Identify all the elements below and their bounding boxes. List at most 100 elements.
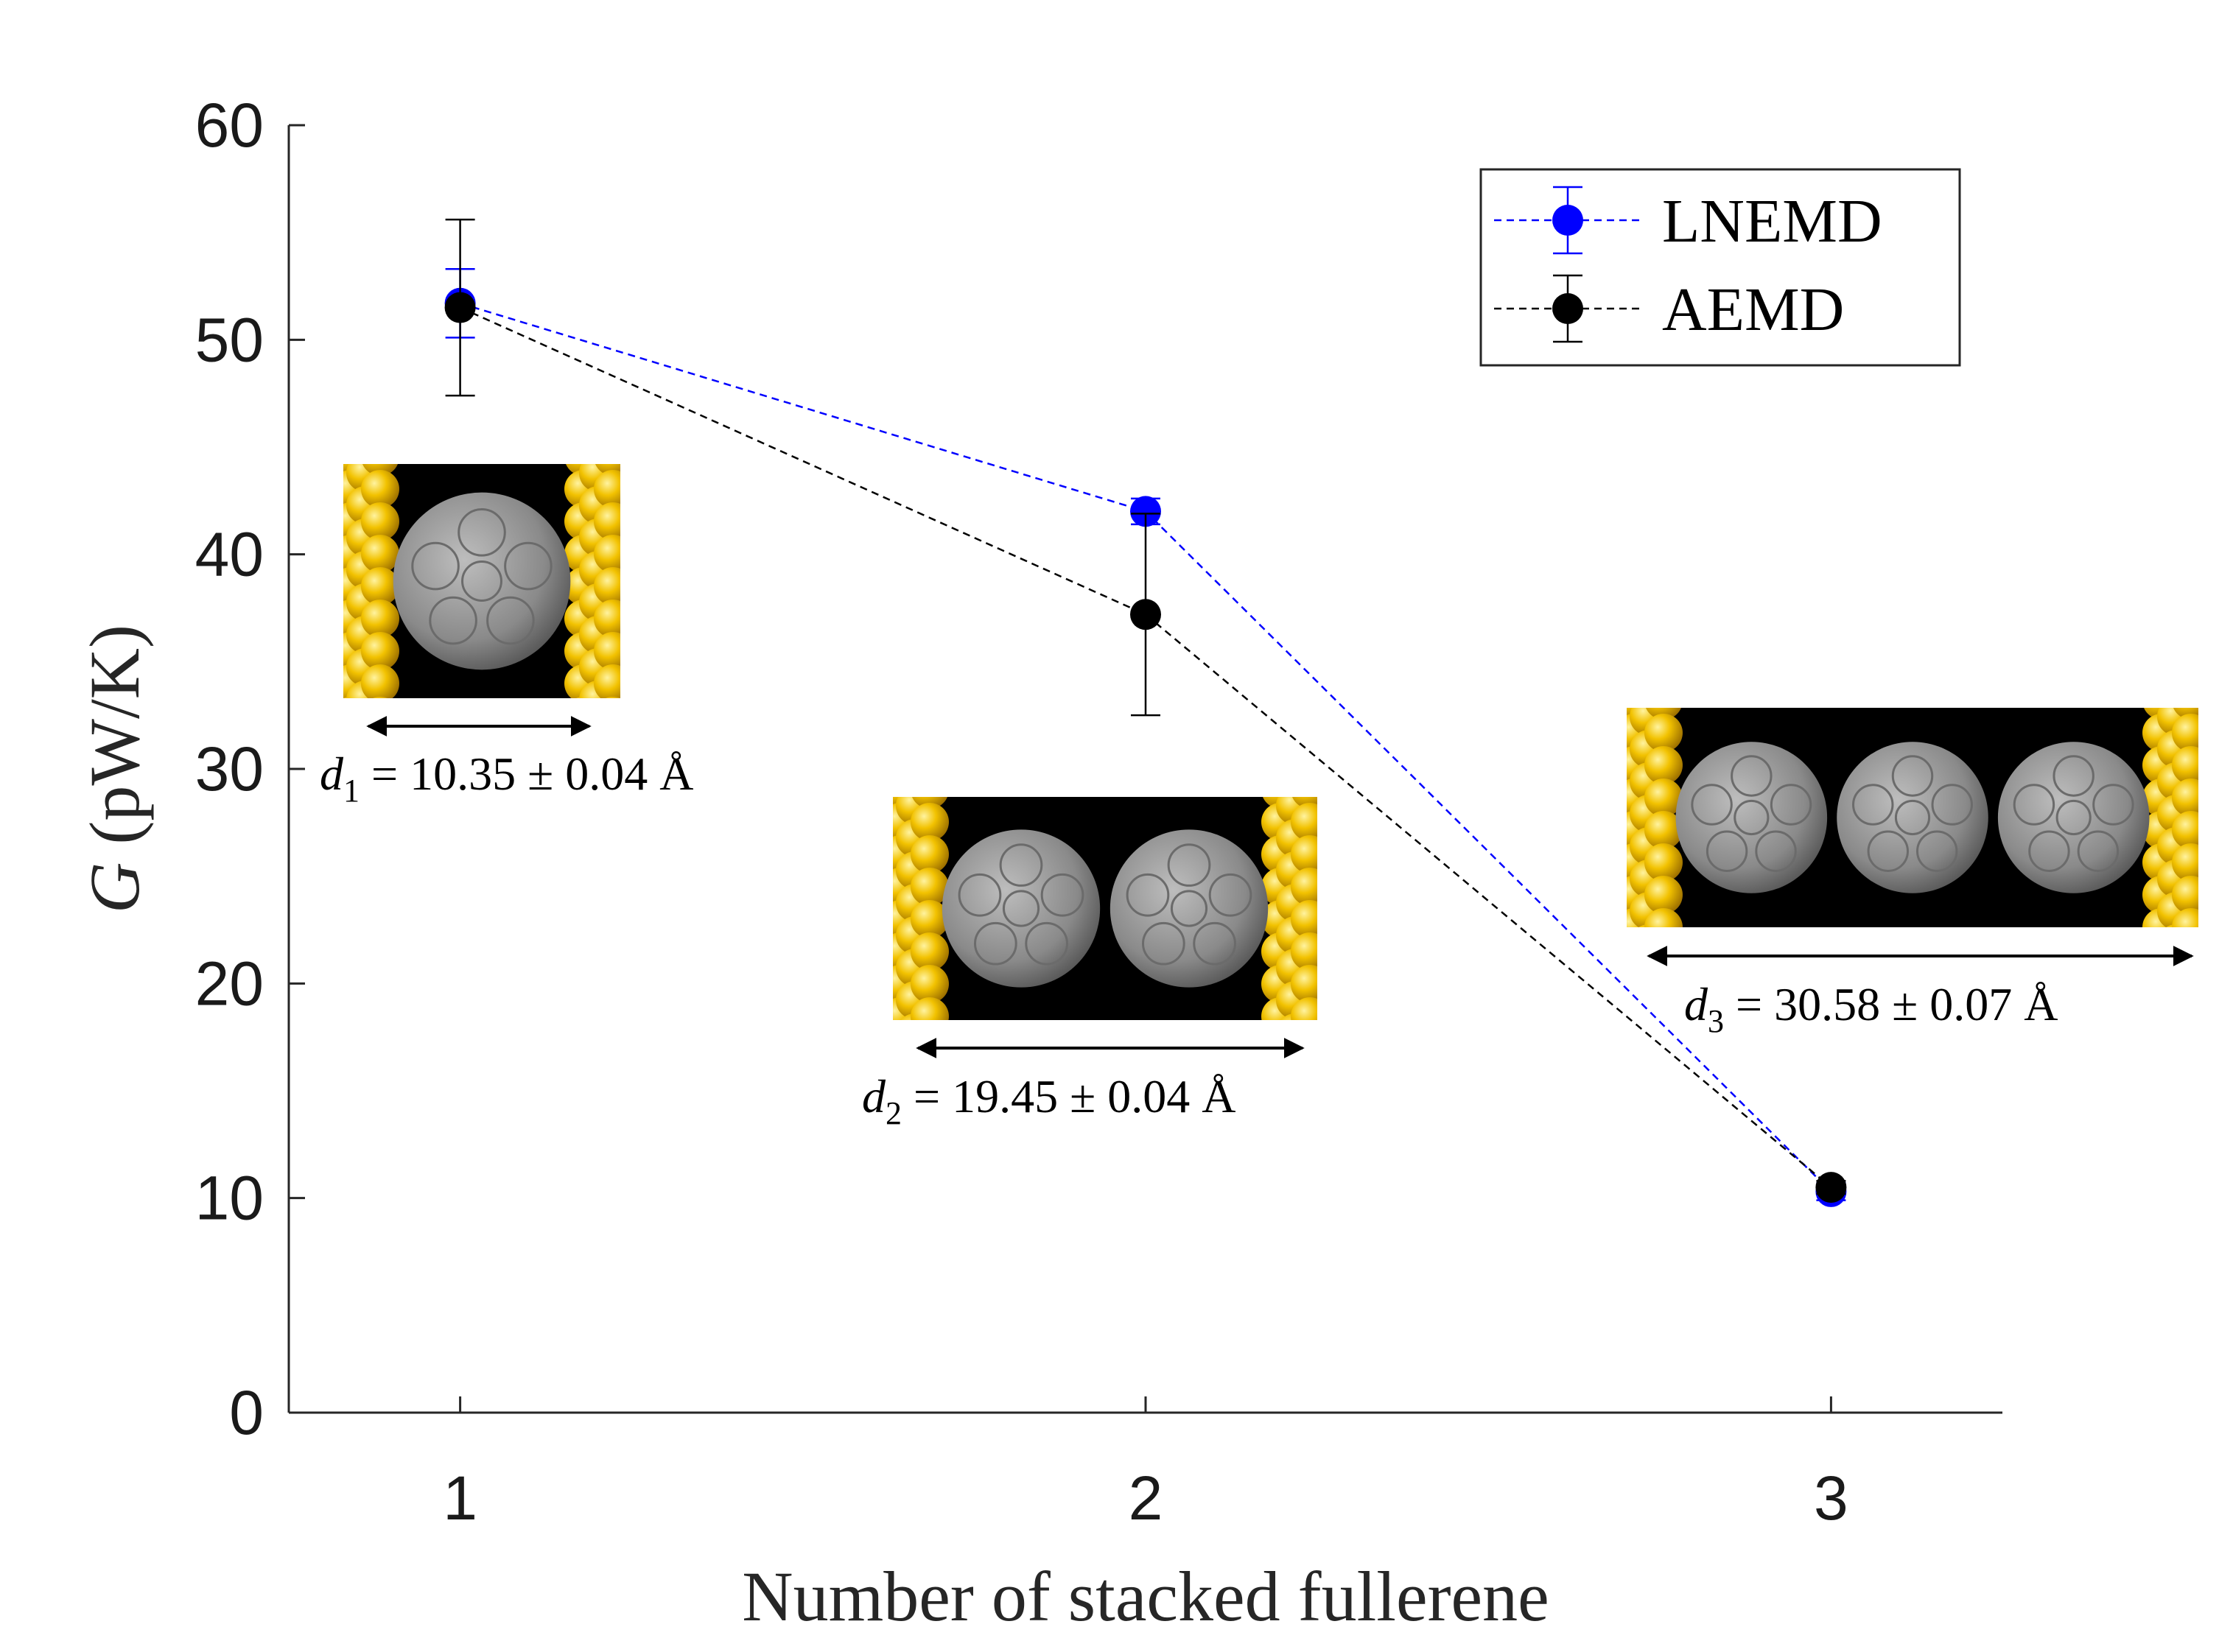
- y-tick-label: 60: [195, 91, 264, 160]
- gold-atom: [1291, 835, 1317, 874]
- gold-atom: [1644, 908, 1683, 927]
- fullerene-atom-ring: [429, 596, 477, 645]
- gold-atom: [1291, 900, 1317, 938]
- gold-atom: [1644, 876, 1683, 914]
- fullerene-atom-ring: [1040, 873, 1084, 917]
- fullerene-body: [1675, 742, 1828, 893]
- inset-single-fullerene: [343, 464, 620, 751]
- fullerene-molecule: [1837, 742, 1988, 893]
- gold-atom: [911, 803, 949, 841]
- fullerene-body: [1837, 742, 1988, 893]
- gold-atom: [606, 697, 620, 698]
- legend-marker: [1552, 205, 1583, 236]
- gold-atom: [911, 932, 949, 971]
- fullerene-body: [942, 829, 1101, 988]
- distance-annotations: d1 = 10.35 ± 0.04 Å d 2 = 19.45 ± 0.04 Å d3…: [320, 716, 2194, 1131]
- y-tick-label: 10: [195, 1164, 264, 1233]
- fullerene-atom-ring: [1025, 921, 1069, 966]
- gold-atom: [1291, 803, 1317, 841]
- gold-atom: [1644, 746, 1683, 784]
- gold-atom: [361, 470, 399, 508]
- gold-atom: [2172, 746, 2198, 784]
- gold-atom: [911, 900, 949, 938]
- data-point: [1130, 599, 1161, 630]
- distance-label-value: = 19.45 ± 0.04 Å: [902, 1070, 1235, 1122]
- gold-atom: [911, 997, 949, 1020]
- y-tick-label: 20: [195, 949, 264, 1018]
- fullerene-atom-ring: [1867, 830, 1909, 872]
- distance-label: d1 = 10.35 ± 0.04 Å: [320, 748, 693, 809]
- gold-atom: [594, 535, 620, 573]
- fullerene-atom-ring: [1002, 890, 1040, 927]
- gold-atom: [2172, 908, 2198, 927]
- fullerene-atom-ring: [2055, 799, 2092, 836]
- x-axis-title: Number of stacked fullerene: [742, 1557, 1549, 1636]
- gold-atom: [594, 470, 620, 508]
- legend-label: LNEMD: [1662, 187, 1882, 256]
- fullerene-atom-ring: [1706, 830, 1748, 872]
- gold-atom: [2172, 876, 2198, 914]
- gold-atom: [343, 697, 358, 698]
- fullerene-atom-ring: [1691, 784, 1733, 826]
- gold-atom: [594, 632, 620, 670]
- gold-atom: [594, 600, 620, 638]
- gold-atom: [2172, 714, 2198, 752]
- fullerene-atom-ring: [411, 541, 460, 591]
- distance-label-var: d: [1684, 978, 1708, 1030]
- gold-atom: [361, 567, 399, 605]
- gold-atom: [1644, 714, 1683, 752]
- fullerene-atom-ring: [1170, 890, 1208, 927]
- fullerene-atom-ring: [1894, 799, 1931, 836]
- gold-atom: [1644, 778, 1683, 817]
- gold-atom: [576, 697, 591, 698]
- y-axis-title: G (pW/K): [75, 625, 154, 913]
- fullerene-atom-ring: [1141, 921, 1185, 966]
- gold-atom: [373, 697, 388, 698]
- gold-atom: [1291, 997, 1317, 1020]
- legend-item-lnemd: LNEMD: [1494, 186, 1882, 256]
- gold-atom: [361, 535, 399, 573]
- fullerene-body: [1997, 742, 2150, 893]
- fullerene-atom-ring: [486, 596, 535, 645]
- gold-wall-left: [893, 797, 949, 1020]
- gold-wall-right: [2142, 708, 2198, 927]
- fullerene-atom-ring: [2077, 830, 2120, 872]
- inset-two-fullerenes: [893, 797, 1317, 1020]
- structure-insets: [343, 464, 2198, 1020]
- fullerene-atom-ring: [999, 843, 1043, 887]
- gold-atom: [2172, 843, 2198, 882]
- gold-atom: [911, 965, 949, 1003]
- fullerene-atom-ring: [504, 541, 553, 591]
- fullerene-atom-ring: [461, 560, 502, 602]
- gold-atom: [579, 713, 617, 751]
- fullerene-molecule: [1675, 742, 1828, 893]
- distance-label-value: = 30.58 ± 0.07 Å: [1724, 978, 2058, 1030]
- fullerene-atom-ring: [1731, 755, 1773, 797]
- y-axis-title-unit: (pW/K): [75, 625, 154, 862]
- y-tick-label: 0: [229, 1378, 264, 1447]
- distance-label-sub: 1: [343, 773, 360, 809]
- fullerene-atom-ring: [1916, 830, 1958, 872]
- series-line: [460, 306, 1832, 1189]
- fullerene-atom-ring: [1193, 921, 1237, 966]
- legend-label: AEMD: [1662, 275, 1844, 344]
- distance-label-value: = 10.35 ± 0.04 Å: [360, 748, 693, 800]
- distance-label-sub: 2: [886, 1095, 902, 1131]
- gold-atom: [2172, 811, 2198, 849]
- data-point: [1815, 1172, 1847, 1203]
- gold-atom: [1291, 932, 1317, 971]
- fullerene-molecule: [393, 492, 571, 670]
- x-tick-label: 1: [443, 1463, 477, 1533]
- fullerene-atom-ring: [2092, 784, 2134, 826]
- fullerene-body: [393, 492, 571, 670]
- series-aemd: [444, 218, 1847, 1203]
- gold-atom: [594, 502, 620, 541]
- gold-atom: [594, 567, 620, 605]
- fullerene-atom-ring: [1755, 830, 1797, 872]
- x-tick-label: 2: [1129, 1463, 1163, 1533]
- gold-wall-left: [343, 464, 399, 698]
- fullerene-atom-ring: [1167, 843, 1211, 887]
- fullerene-molecule: [942, 829, 1101, 988]
- distance-label: d3 = 30.58 ± 0.07 Å: [1684, 978, 2058, 1039]
